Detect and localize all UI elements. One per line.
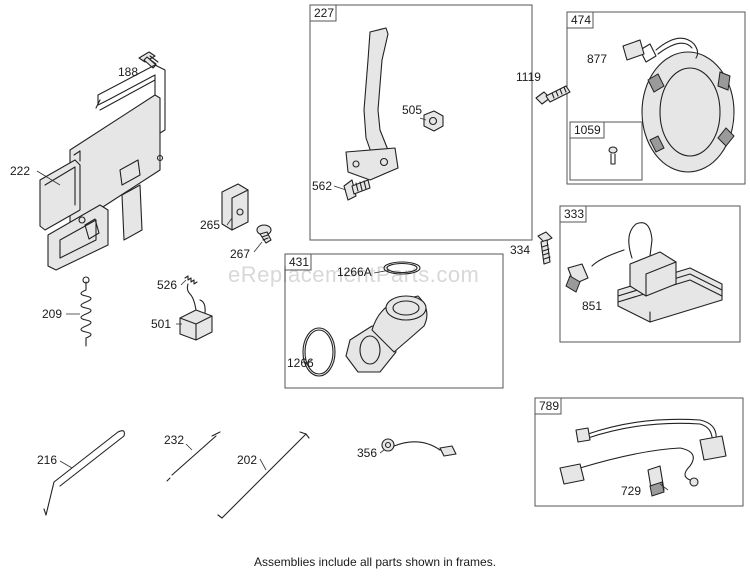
part-232-cable: [166, 431, 221, 482]
part-227-lever: [345, 27, 399, 181]
part-209-spring: [80, 276, 92, 347]
part-202-rod: [217, 431, 310, 519]
part-789-wiring-harness: [559, 418, 727, 497]
label-562: 562: [312, 179, 332, 193]
part-356-ground-lead: [381, 438, 457, 457]
label-1119: 1119: [516, 70, 541, 84]
frame-227-number: 227: [314, 6, 334, 20]
part-216-rod: [43, 430, 125, 516]
label-202: 202: [237, 453, 257, 467]
part-267-screw: [256, 224, 272, 244]
part-188-screw: [138, 51, 159, 69]
label-505: 505: [402, 103, 422, 117]
label-877: 877: [587, 52, 607, 66]
part-1119-bolt: [535, 85, 571, 105]
part-265-clip: [221, 183, 249, 231]
label-1266a: 1266A: [337, 265, 372, 279]
frame-474: 474: [566, 11, 746, 185]
label-501: 501: [151, 317, 171, 331]
part-501-switch: [179, 283, 213, 341]
part-333-ignition-coil: [565, 222, 723, 323]
frame-227: 227: [309, 4, 533, 241]
frame-333-number: 333: [564, 207, 584, 221]
label-209: 209: [42, 307, 62, 321]
label-222: 222: [10, 164, 30, 178]
label-851: 851: [582, 299, 602, 313]
label-1266: 1266: [287, 356, 314, 370]
label-232: 232: [164, 433, 184, 447]
watermark: eReplacementParts.com: [228, 262, 479, 287]
label-334: 334: [510, 243, 530, 257]
part-474-alternator: [622, 37, 735, 173]
frame-431-number: 431: [289, 255, 309, 269]
part-labels: 188 222 265 267 526 209 501 562 505 1266…: [10, 52, 641, 498]
frame-789-number: 789: [539, 399, 559, 413]
label-188: 188: [118, 65, 138, 79]
label-216: 216: [37, 453, 57, 467]
part-562-screw: [343, 179, 371, 201]
part-1059-screw: [608, 146, 618, 165]
label-526: 526: [157, 278, 177, 292]
label-265: 265: [200, 218, 220, 232]
frame-431: 431: [284, 253, 504, 389]
part-431-intake-elbow: [302, 261, 428, 377]
frame-1059: 1059: [569, 121, 643, 181]
part-334-bolt: [537, 231, 553, 265]
leader-lines: [36, 117, 669, 491]
frame-333: 333: [559, 205, 741, 343]
label-267: 267: [230, 247, 250, 261]
part-526-spring: [184, 275, 198, 285]
frame-789: 789: [534, 397, 744, 507]
label-356: 356: [357, 446, 377, 460]
frame-1059-number: 1059: [574, 123, 601, 137]
footer-note: Assemblies include all parts shown in fr…: [253, 555, 497, 569]
label-729: 729: [621, 484, 641, 498]
part-505-nut: [423, 110, 444, 132]
part-222-control-bracket: [39, 64, 166, 271]
frame-474-number: 474: [571, 13, 591, 27]
